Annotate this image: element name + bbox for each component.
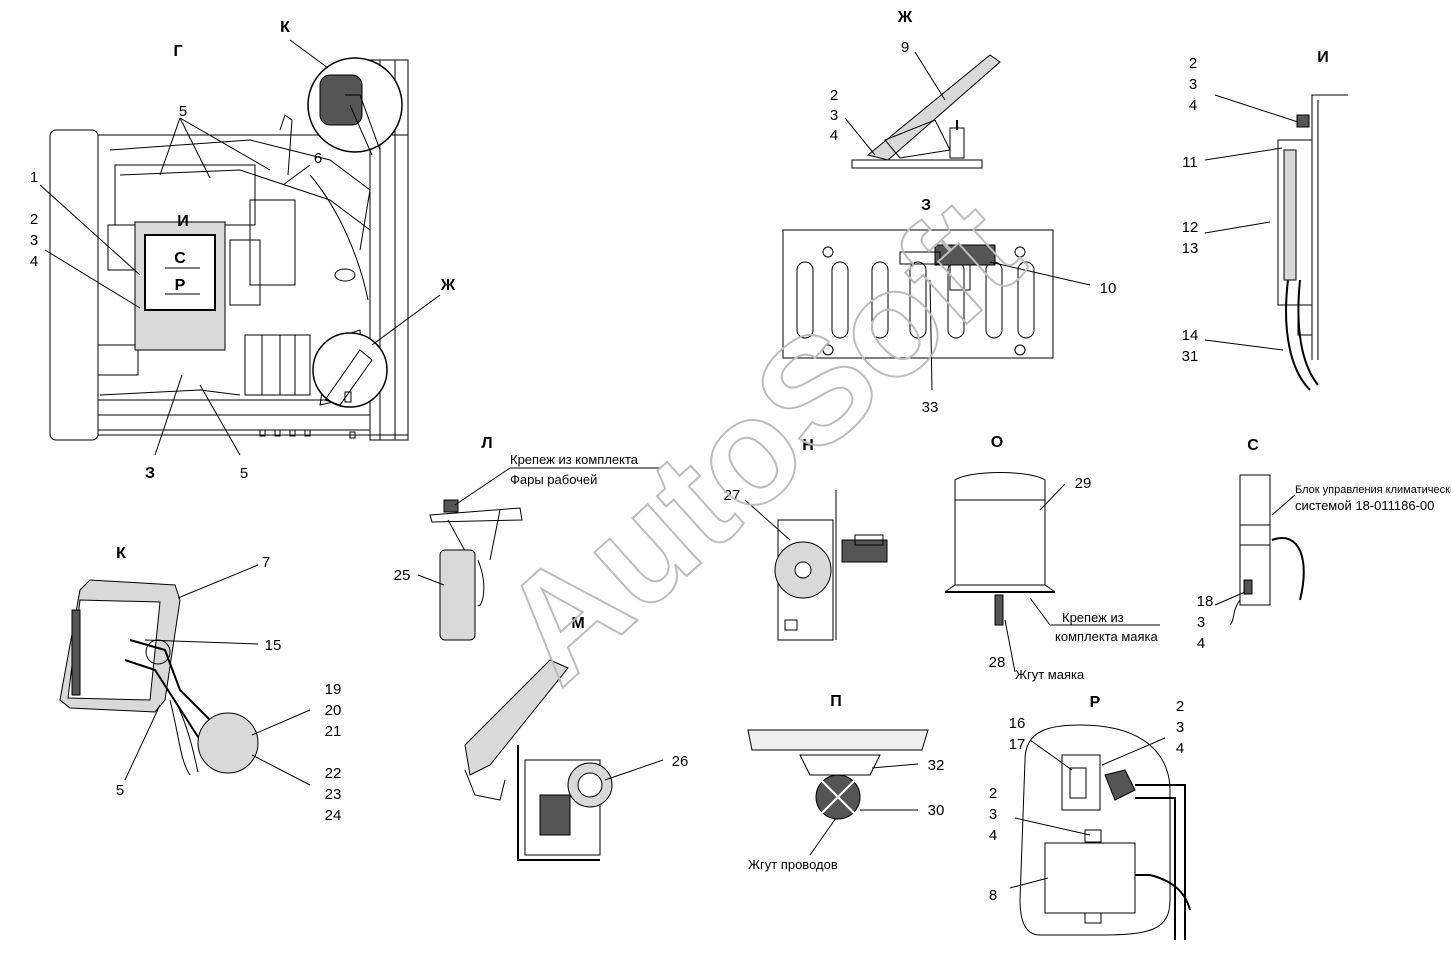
callout-19: 19 xyxy=(325,681,342,698)
callout-29: 29 xyxy=(1075,475,1092,492)
note-climate-line2: системой 18-011186-00 xyxy=(1295,498,1434,513)
view-label-k-top: К xyxy=(280,19,290,36)
callout-3: 3 xyxy=(989,806,997,823)
view-mark-s: С xyxy=(174,250,186,267)
note-beacon-fastener-1: Крепеж из xyxy=(1062,610,1124,625)
callout-33: 33 xyxy=(922,399,939,416)
callout-4: 4 xyxy=(1176,740,1184,757)
view-label-p: П xyxy=(830,693,842,710)
note-beacon-harness: Жгут маяка xyxy=(1015,667,1085,682)
callout-1: 1 xyxy=(30,169,38,186)
callout-8: 8 xyxy=(989,887,997,904)
view-arrow-zh: Ж xyxy=(440,277,456,294)
callout-5b: 5 xyxy=(240,465,248,482)
callout-3: 3 xyxy=(1176,719,1184,736)
callout-2: 2 xyxy=(830,87,838,104)
callout-15: 15 xyxy=(265,637,282,654)
note-fastener-line2: Фары рабочей xyxy=(510,472,597,487)
callout-28: 28 xyxy=(989,654,1006,671)
note-beacon-fastener-2: комплекта маяка xyxy=(1055,629,1159,644)
callout-5: 5 xyxy=(116,782,124,799)
callout-21: 21 xyxy=(325,723,342,740)
callout-30: 30 xyxy=(928,802,945,819)
callout-11: 11 xyxy=(1182,154,1198,171)
callout-12: 12 xyxy=(1182,219,1199,236)
view-p-light: П 32 30 Жгут проводов xyxy=(747,693,945,872)
view-mark-r: Р xyxy=(175,277,186,294)
callout-2: 2 xyxy=(989,785,997,802)
callout-9: 9 xyxy=(901,39,909,56)
view-r-relay: Р 16 17 2 3 4 2 3 4 8 xyxy=(989,694,1191,940)
view-mark-i: И xyxy=(177,213,189,230)
callout-4: 4 xyxy=(989,827,997,844)
callout-31: 31 xyxy=(1182,348,1199,365)
view-n-fan: Н 27 xyxy=(724,437,888,641)
view-zh-pedal: Ж 9 2 3 4 xyxy=(830,9,1001,169)
view-label-l: Л xyxy=(481,435,492,452)
callout-4: 4 xyxy=(1197,635,1205,652)
callout-13: 13 xyxy=(1182,240,1199,257)
view-i-bracket: И 2 3 4 11 12 13 14 31 xyxy=(1182,49,1348,391)
callout-3: 3 xyxy=(830,107,838,124)
detail-circle-zh xyxy=(312,332,388,408)
callout-16: 16 xyxy=(1009,715,1026,732)
view-k-monitor: К 7 15 5 19 20 21 22 23 24 xyxy=(59,545,342,824)
callout-4: 4 xyxy=(30,253,38,270)
view-label-z: З xyxy=(921,197,931,214)
view-l-worklamp: Л Крепеж из комплекта Фары рабочей 25 xyxy=(394,435,660,641)
callout-2: 2 xyxy=(1189,55,1197,72)
callout-5: 5 xyxy=(179,103,187,120)
callout-18: 18 xyxy=(1197,593,1214,610)
view-label-o: О xyxy=(991,434,1003,451)
callout-27: 27 xyxy=(724,487,741,504)
view-label-s: С xyxy=(1247,437,1259,454)
callout-17: 17 xyxy=(1009,736,1026,753)
view-arrow-z: З xyxy=(145,465,155,482)
callout-24: 24 xyxy=(325,807,342,824)
callout-14: 14 xyxy=(1182,327,1199,344)
view-label-i: И xyxy=(1317,49,1329,66)
callout-4: 4 xyxy=(1189,97,1197,114)
callout-6: 6 xyxy=(314,150,322,167)
ports-row xyxy=(259,429,356,439)
callout-4: 4 xyxy=(830,127,838,144)
view-label-r: Р xyxy=(1090,694,1101,711)
view-s-climate: С Блок управления климатической системой… xyxy=(1197,437,1451,652)
callout-3: 3 xyxy=(1189,76,1197,93)
note-wire-harness: Жгут проводов xyxy=(748,857,838,872)
callout-2: 2 xyxy=(30,211,38,228)
view-label-zh: Ж xyxy=(897,9,913,26)
view-g-cab: С Р xyxy=(30,19,456,482)
view-label-g: Г xyxy=(173,43,182,60)
watermark: AutoSoft xyxy=(469,165,1052,713)
callout-20: 20 xyxy=(325,702,342,719)
view-label-k: К xyxy=(116,545,126,562)
note-fastener-line1: Крепеж из комплекта xyxy=(510,452,639,467)
callout-32: 32 xyxy=(928,757,945,774)
view-label-n: Н xyxy=(802,437,814,454)
callout-23: 23 xyxy=(325,786,342,803)
callout-7: 7 xyxy=(262,554,270,571)
view-m-bracket: М 26 xyxy=(464,615,689,861)
callout-26: 26 xyxy=(672,753,689,770)
callout-2: 2 xyxy=(1176,698,1184,715)
view-o-beacon: О 29 Крепеж из комплекта маяка 28 Жгут м… xyxy=(944,434,1160,682)
callout-3: 3 xyxy=(30,232,38,249)
callout-3: 3 xyxy=(1197,614,1205,631)
callout-25: 25 xyxy=(394,567,411,584)
callout-10: 10 xyxy=(1100,280,1117,297)
callout-22: 22 xyxy=(325,765,342,782)
note-climate-line1: Блок управления климатической xyxy=(1295,484,1451,496)
view-z-panel: З 10 33 xyxy=(782,197,1117,416)
view-label-m: М xyxy=(571,615,584,632)
